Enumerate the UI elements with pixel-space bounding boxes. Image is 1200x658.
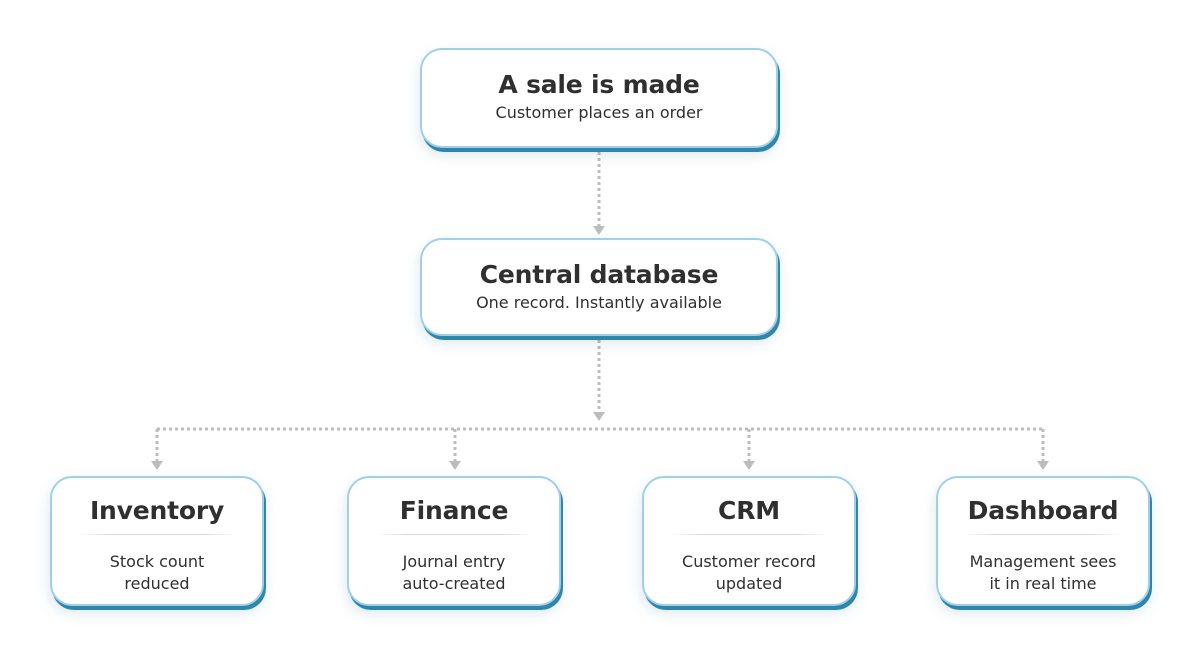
crm-divider bbox=[671, 534, 827, 535]
crm-title: CRM bbox=[718, 496, 780, 525]
dashboard-desc-line-1: Management sees bbox=[969, 552, 1117, 571]
finance-box: Finance Journal entry auto-created bbox=[347, 476, 561, 606]
central-database-title: Central database bbox=[479, 260, 719, 289]
inventory-description: Stock count reduced bbox=[52, 551, 262, 595]
dashboard-box: Dashboard Management sees it in real tim… bbox=[936, 476, 1150, 606]
finance-desc-line-1: Journal entry bbox=[402, 552, 506, 571]
finance-title: Finance bbox=[399, 496, 509, 525]
finance-desc-line-2: auto-created bbox=[402, 574, 506, 593]
dashboard-desc-line-2: it in real time bbox=[989, 574, 1097, 593]
inventory-box: Inventory Stock count reduced bbox=[50, 476, 264, 606]
finance-description: Journal entry auto-created bbox=[349, 551, 559, 595]
sale-made-title: A sale is made bbox=[498, 70, 700, 99]
dashboard-description: Management sees it in real time bbox=[938, 551, 1148, 595]
inventory-desc-line-1: Stock count bbox=[109, 552, 205, 571]
arrowhead-crm bbox=[743, 461, 755, 470]
arrowhead-inventory bbox=[151, 461, 163, 470]
dashboard-title: Dashboard bbox=[967, 496, 1119, 525]
inventory-desc-line-2: reduced bbox=[124, 574, 190, 593]
inventory-title: Inventory bbox=[89, 496, 225, 525]
inventory-divider bbox=[79, 534, 235, 535]
sale-made-box: A sale is made Customer places an order bbox=[420, 48, 778, 148]
crm-box: CRM Customer record updated bbox=[642, 476, 856, 606]
arrowhead-dashboard bbox=[1037, 461, 1049, 470]
arrowhead-finance bbox=[449, 461, 461, 470]
central-database-box: Central database One record. Instantly a… bbox=[420, 238, 778, 336]
sale-made-subtitle: Customer places an order bbox=[495, 103, 703, 122]
crm-description: Customer record updated bbox=[644, 551, 854, 595]
finance-divider bbox=[376, 534, 532, 535]
arrowhead-center bbox=[593, 226, 605, 235]
crm-desc-line-2: updated bbox=[715, 574, 783, 593]
crm-desc-line-1: Customer record bbox=[682, 552, 816, 571]
dashboard-divider bbox=[965, 534, 1121, 535]
central-database-subtitle: One record. Instantly available bbox=[476, 293, 722, 312]
arrowhead-bus bbox=[593, 412, 605, 421]
